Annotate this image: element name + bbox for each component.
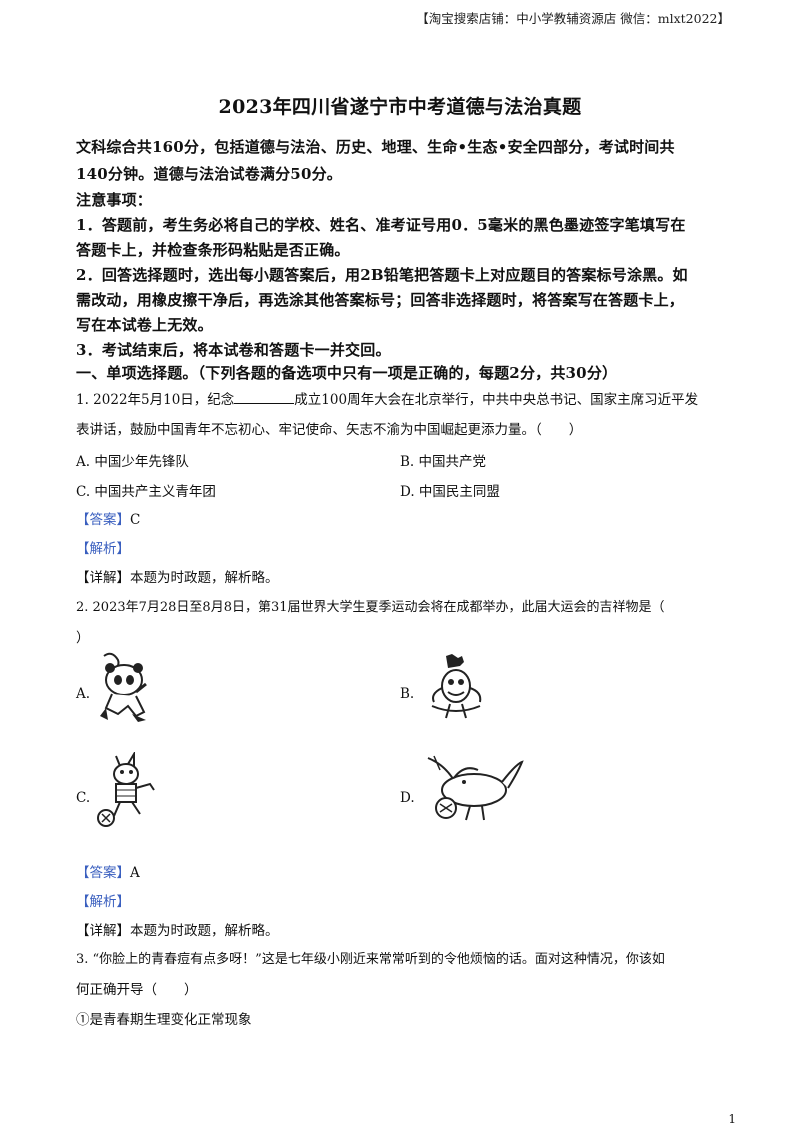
notice-line: 写在本试卷上无效。: [76, 316, 213, 334]
answer-value: C: [130, 512, 141, 528]
q2-stem-line2: ）: [76, 630, 90, 646]
q1-analysis-tag: 【解析】: [76, 541, 130, 557]
page-number: 1: [728, 1112, 736, 1126]
q3-stem: 3. “你脸上的青春痘有点多呀！”这是七年级小刚近来常常听到的令他烦恼的话。面对…: [76, 952, 665, 967]
fill-blank: [234, 391, 295, 404]
q1-answer: 【答案】C: [76, 508, 140, 528]
page-title: 2023年四川省遂宁市中考道德与法治真题: [218, 96, 582, 118]
notice-line: 2．回答选择题时，选出每小题答案后，用2B铅笔把答题卡上对应题目的答案标号涂黑。…: [76, 266, 688, 284]
q2-analysis-tag: 【解析】: [76, 894, 130, 910]
q1-stem-after: 成立100周年大会在北京举行，中共中央总书记、国家主席习近平发: [294, 392, 699, 408]
intro-line: 140分钟。道德与法治试卷满分50分。: [76, 165, 342, 183]
notice-line: 3．考试结束后，将本试卷和答题卡一并交回。: [76, 341, 391, 359]
bird-mascot-image: [427, 755, 524, 821]
answer-tag: 【答案】: [76, 512, 130, 528]
q2-answer: 【答案】A: [76, 861, 140, 881]
answer-value: A: [130, 865, 140, 881]
q2-option-b: B.: [400, 686, 415, 702]
wolf-mascot-image: [97, 752, 155, 827]
q1-detail: 【详解】本题为时政题，解析略。: [76, 570, 279, 586]
q2-detail: 【详解】本题为时政题，解析略。: [76, 923, 279, 939]
q2-option-a: A.: [76, 686, 91, 702]
q1-option-b: B. 中国共产党: [400, 454, 487, 470]
q1-option-c: C. 中国共产主义青年团: [76, 484, 216, 500]
notice-line: 1．答题前，考生务必将自己的学校、姓名、准考证号用0．5毫米的黑色墨迹签字笔填写…: [76, 216, 686, 234]
q1-option-a: A. 中国少年先锋队: [76, 454, 189, 470]
q2-option-d: D.: [400, 790, 415, 806]
q3-stem-line2: 何正确开导（ ）: [76, 982, 198, 998]
q2-option-c: C.: [76, 790, 91, 806]
q2-stem: 2. 2023年7月28日至8月8日，第31届世界大学生夏季运动会将在成都举办，…: [76, 600, 665, 615]
q1-stem-before: 1. 2022年5月10日，纪念: [76, 392, 235, 408]
mascot-b-image: [431, 654, 482, 719]
intro-line: 文科综合共160分，包括道德与法治、历史、地理、生命•生态•安全四部分，考试时间…: [76, 138, 675, 156]
q1-option-d: D. 中国民主同盟: [400, 484, 500, 500]
notice-line: 需改动，用橡皮擦干净后，再选涂其他答案标号；回答非选择题时，将答案写在答题卡上，: [76, 291, 685, 309]
panda-mascot-image: [100, 652, 147, 722]
q1-stem-line2: 表讲话，鼓励中国青年不忘初心、牢记使命、矢志不渝为中国崛起更添力量。（ ）: [76, 422, 583, 438]
notice-line: 答题卡上，并检查条形码粘贴是否正确。: [76, 241, 350, 259]
notice-heading: 注意事项：: [76, 191, 153, 209]
header-note: 【淘宝搜索店铺：中小学教辅资源店 微信：mlxt2022】: [416, 11, 730, 26]
q3-item-1: ①是青春期生理变化正常现象: [76, 1012, 252, 1028]
q1-stem: 1. 2022年5月10日，纪念 成立100周年大会在北京举行，中共中央总书记、国…: [76, 388, 698, 408]
answer-tag: 【答案】: [76, 865, 130, 881]
section-heading: 一、单项选择题。（下列各题的备选项中只有一项是正确的，每题2分，共30分）: [76, 364, 618, 382]
